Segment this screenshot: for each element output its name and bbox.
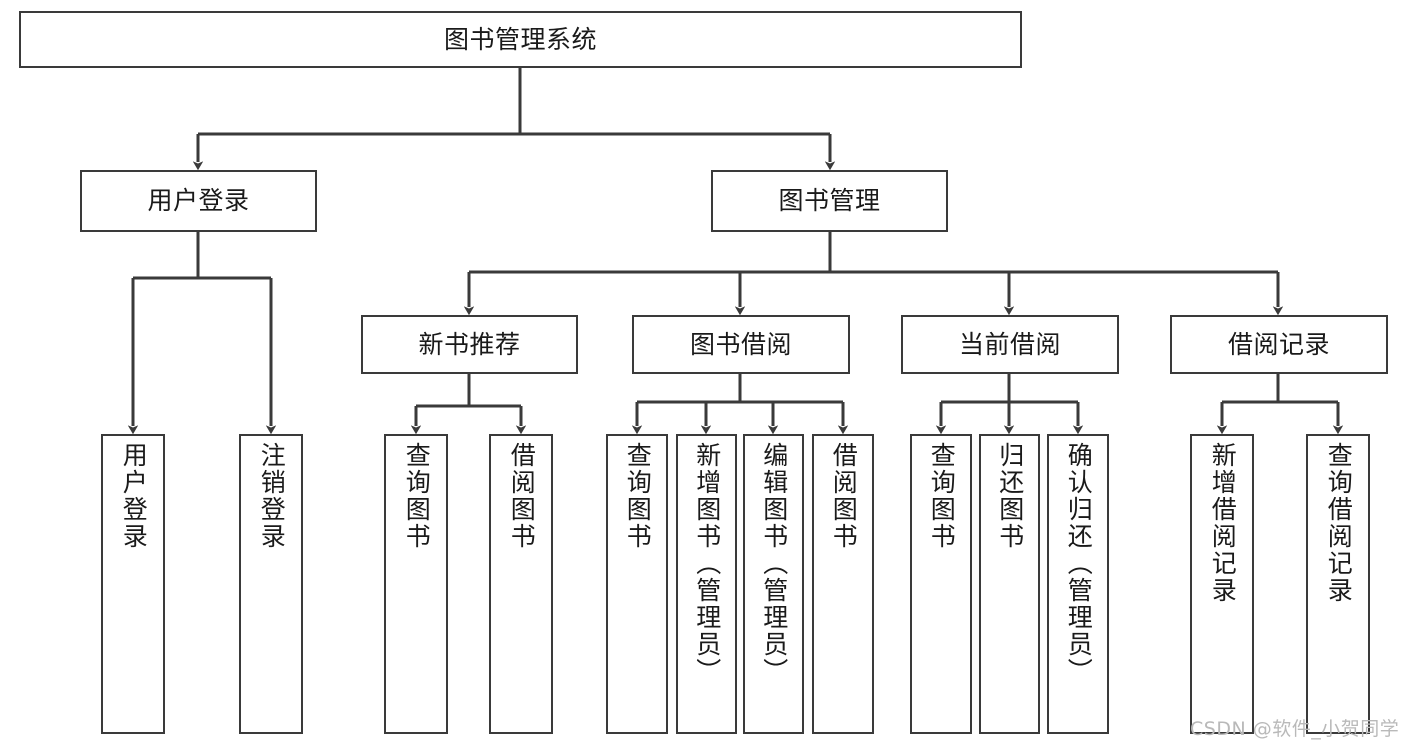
node-label: 用户登录	[119, 442, 149, 550]
node-leaf-query-book-1[interactable]: 查询图书	[384, 434, 448, 734]
node-label: 查询图书	[623, 442, 653, 550]
node-leaf-query-record[interactable]: 查询借阅记录	[1306, 434, 1370, 734]
node-leaf-query-book-3[interactable]: 查询图书	[910, 434, 972, 734]
csdn-watermark: CSDN @软件_小贺同学	[1190, 718, 1400, 740]
node-leaf-user-login[interactable]: 用户登录	[101, 434, 165, 734]
node-leaf-borrow-book-2[interactable]: 借阅图书	[812, 434, 874, 734]
node-label: 查询借阅记录	[1324, 442, 1354, 604]
node-label: 查询图书	[927, 442, 957, 550]
node-leaf-confirm-return[interactable]: 确认归还（管理员）	[1047, 434, 1109, 734]
node-label: 新增图书（管理员）	[692, 442, 722, 685]
node-label: 注销登录	[257, 442, 287, 550]
node-label: 借阅记录	[1227, 329, 1330, 359]
node-label: 图书借阅	[689, 329, 792, 359]
node-label: 图书管理系统	[443, 24, 597, 54]
node-book-borrow[interactable]: 图书借阅	[632, 315, 850, 374]
node-label: 当前借阅	[958, 329, 1061, 359]
node-label: 用户登录	[147, 186, 250, 216]
node-label: 借阅图书	[829, 442, 859, 550]
node-label: 确认归还（管理员）	[1064, 442, 1094, 685]
node-leaf-query-book-2[interactable]: 查询图书	[606, 434, 668, 734]
node-leaf-add-record[interactable]: 新增借阅记录	[1190, 434, 1254, 734]
node-root-system[interactable]: 图书管理系统	[19, 11, 1022, 68]
node-leaf-logout[interactable]: 注销登录	[239, 434, 303, 734]
node-borrow-record[interactable]: 借阅记录	[1170, 315, 1388, 374]
node-label: 新书推荐	[418, 329, 521, 359]
node-user-login[interactable]: 用户登录	[80, 170, 317, 232]
node-leaf-edit-book[interactable]: 编辑图书（管理员）	[743, 434, 804, 734]
node-label: 借阅图书	[507, 442, 537, 550]
node-current-borrow[interactable]: 当前借阅	[901, 315, 1119, 374]
node-label: 编辑图书（管理员）	[759, 442, 789, 685]
node-leaf-add-book[interactable]: 新增图书（管理员）	[676, 434, 737, 734]
node-book-manage[interactable]: 图书管理	[711, 170, 948, 232]
node-label: 新增借阅记录	[1208, 442, 1238, 604]
node-label: 归还图书	[995, 442, 1025, 550]
node-label: 图书管理	[778, 186, 881, 216]
node-leaf-borrow-book-1[interactable]: 借阅图书	[489, 434, 553, 734]
node-new-book-recommend[interactable]: 新书推荐	[361, 315, 578, 374]
node-leaf-return-book[interactable]: 归还图书	[979, 434, 1040, 734]
node-label: 查询图书	[402, 442, 432, 550]
